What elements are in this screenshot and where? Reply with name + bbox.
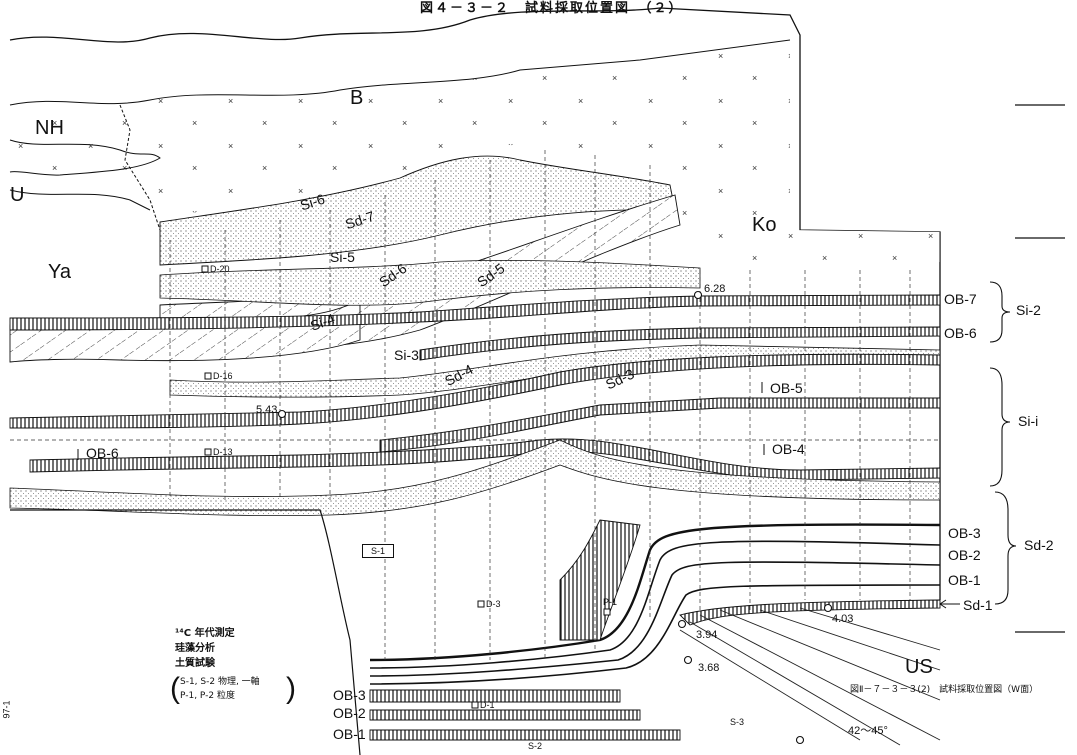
fold-band-3 bbox=[369, 561, 941, 677]
unit-label-si1: Si-i bbox=[1018, 413, 1039, 429]
nh-zone-outline bbox=[9, 139, 161, 176]
ob5-band bbox=[379, 397, 941, 453]
inclined-strata-lines bbox=[679, 607, 941, 746]
legend-diatom: 珪藻分析 bbox=[175, 643, 215, 654]
ob-label-right-ob2: OB-2 bbox=[948, 547, 981, 563]
value-label-dip: 42～45° bbox=[848, 725, 888, 737]
value-label-368: 3.68 bbox=[698, 662, 720, 674]
sample-label-d13: D-13 bbox=[213, 447, 233, 457]
ob-label-right-ob3: OB-3 bbox=[948, 525, 981, 541]
value-label-628: 6.28 bbox=[704, 283, 726, 295]
ob-label-right-ob7: OB-7 bbox=[944, 291, 977, 307]
ob-label-ob4: OB-4 bbox=[772, 441, 805, 457]
grid-lines bbox=[10, 150, 940, 660]
ob-label-right-sd1: Sd-1 bbox=[963, 597, 993, 613]
legend-paren-right: ) bbox=[286, 672, 296, 705]
fold-band-1 bbox=[369, 523, 941, 662]
legend-paren-left: ( bbox=[170, 672, 180, 705]
legend-soil: 土質試験 bbox=[175, 658, 215, 669]
zone-label-us: US bbox=[905, 656, 933, 678]
ob-fold-stripes bbox=[559, 519, 641, 641]
bed-label-si5: Si-5 bbox=[330, 249, 355, 265]
upper-outline bbox=[9, 7, 941, 600]
diagram-title: 図４－３－２ 試料採取位置図 （２） bbox=[420, 1, 684, 16]
ob-label-left-ob6: OB-6 bbox=[86, 445, 119, 461]
fold-band-2 bbox=[369, 540, 941, 669]
ob2-band-left bbox=[369, 709, 641, 721]
ob3-band-left bbox=[369, 689, 621, 703]
ob1-band-left bbox=[369, 729, 681, 741]
sample-squares bbox=[201, 265, 611, 709]
value-label-543: 5.43 bbox=[256, 404, 278, 416]
legend-c14: ¹⁴C 年代測定 bbox=[175, 628, 235, 639]
value-label-394: 3.94 bbox=[696, 629, 718, 641]
unit-label-si2: Si-2 bbox=[1016, 302, 1041, 318]
value-label-403: 4.03 bbox=[832, 613, 854, 625]
zone-label-ko: Ko bbox=[752, 214, 777, 236]
sample-label-s2: S-2 bbox=[528, 741, 543, 751]
brace-si2 bbox=[989, 281, 1011, 343]
sd1-band bbox=[679, 599, 941, 626]
zone-label-nh: NH bbox=[35, 117, 64, 139]
bed-label-si3: Si-3 bbox=[394, 347, 419, 363]
lower-step-outline bbox=[10, 509, 361, 755]
b-zone bbox=[10, 40, 940, 265]
unit-label-sd2: Sd-2 bbox=[1024, 537, 1054, 553]
ob-label-right-ob1: OB-1 bbox=[948, 572, 981, 588]
sand-upper-band bbox=[159, 155, 676, 266]
ob-label-right-ob6: OB-6 bbox=[944, 325, 977, 341]
zone-label-b: B bbox=[350, 87, 364, 109]
fold-band-4 bbox=[369, 584, 941, 685]
sample-label-s3: S-3 bbox=[730, 717, 745, 727]
brace-si1 bbox=[989, 367, 1011, 487]
ob-label-left-ob1: OB-1 bbox=[333, 726, 366, 742]
ob-label-left-ob2: OB-2 bbox=[333, 705, 366, 721]
sample-label-d1: D-1 bbox=[480, 700, 495, 710]
legend-note-1: S-1, S-2 物理, 一軸 bbox=[180, 677, 260, 687]
sample-label-d3: D-3 bbox=[486, 599, 501, 609]
sample-markers bbox=[277, 290, 833, 745]
right-margin-marks bbox=[1015, 104, 1065, 633]
arrows bbox=[77, 382, 960, 609]
sample-label-p1: P-1 bbox=[603, 597, 618, 607]
ob-label-left-ob3: OB-3 bbox=[333, 687, 366, 703]
ob-label-ob5: OB-5 bbox=[770, 380, 803, 396]
u-zone-outline bbox=[9, 189, 151, 211]
sample-label-s1: S-1 bbox=[362, 544, 395, 558]
zone-label-u: U bbox=[10, 184, 25, 206]
sample-label-d20: D-20 bbox=[210, 264, 230, 274]
brace-sd2 bbox=[994, 491, 1017, 605]
legend-note-2: P-1, P-2 粒度 bbox=[180, 691, 235, 701]
page-mark: 97-1 bbox=[1, 700, 12, 719]
zone-label-ya: Ya bbox=[48, 261, 71, 283]
sample-label-d16: D-16 bbox=[213, 371, 233, 381]
figure-caption: 図Ⅱ－７－３－３(2) 試料採取位置図（W面） bbox=[850, 685, 1039, 695]
